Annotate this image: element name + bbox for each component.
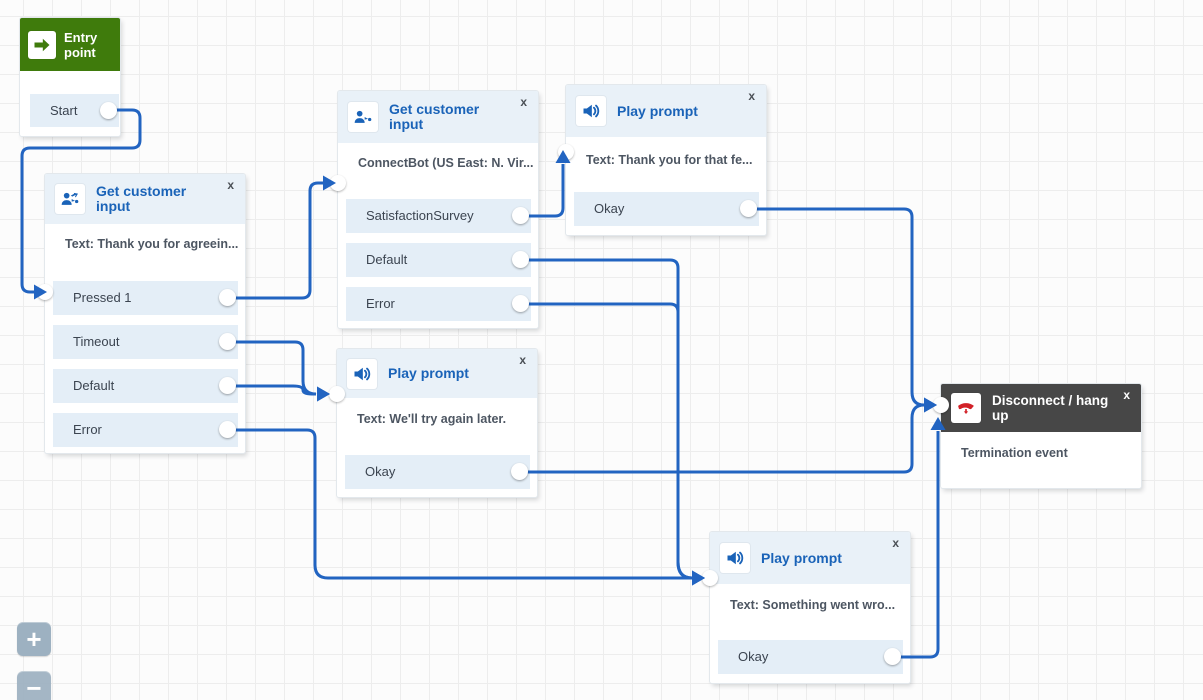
input-port-pp-top[interactable] bbox=[558, 144, 574, 160]
connector-gci_mid.Default-to-pp_bot bbox=[521, 258, 693, 580]
phone-hangup-icon bbox=[951, 393, 981, 423]
input-port-gci-mid[interactable] bbox=[330, 175, 346, 191]
output-label: Error bbox=[73, 422, 102, 437]
output-label: Default bbox=[73, 378, 115, 393]
block-title: Play prompt bbox=[761, 549, 842, 566]
close-button[interactable]: x bbox=[227, 178, 234, 192]
output-label: Default bbox=[366, 252, 408, 267]
block-subtitle: ConnectBot (US East: N. Vir... bbox=[358, 156, 534, 170]
connector-pp_top.Okay-to-disconnect bbox=[749, 207, 925, 407]
output-port[interactable] bbox=[884, 648, 901, 665]
output-port[interactable] bbox=[512, 207, 529, 224]
output-pressed-1[interactable]: Pressed 1 bbox=[53, 281, 238, 315]
output-error[interactable]: Error bbox=[346, 287, 531, 321]
block-subtitle: Text: Thank you for agreein... bbox=[65, 237, 239, 251]
output-port[interactable] bbox=[511, 463, 528, 480]
output-label: Timeout bbox=[73, 334, 120, 349]
close-button[interactable]: x bbox=[892, 536, 899, 550]
output-port[interactable] bbox=[219, 289, 236, 306]
output-okay[interactable]: Okay bbox=[718, 640, 903, 674]
output-port[interactable] bbox=[219, 377, 236, 394]
block-subtitle: Termination event bbox=[961, 446, 1068, 460]
output-label: SatisfactionSurvey bbox=[366, 208, 474, 223]
block-disconnect-hang-up[interactable]: Disconnect / hang up x Termination event bbox=[941, 384, 1141, 488]
block-subtitle: Text: Thank you for that fe... bbox=[586, 153, 753, 167]
connector-pp_mid.Okay-to-disconnect bbox=[520, 403, 925, 474]
block-play-prompt-bottom[interactable]: Play prompt x Text: Something went wro..… bbox=[710, 532, 910, 683]
block-get-customer-input-left[interactable]: Get customer input x Text: Thank you for… bbox=[45, 174, 245, 453]
block-subtitle: Text: Something went wro... bbox=[730, 598, 896, 612]
block-play-prompt-top[interactable]: Play prompt x Text: Thank you for that f… bbox=[566, 85, 766, 235]
speaker-icon bbox=[576, 96, 606, 126]
customer-input-icon bbox=[55, 184, 85, 214]
input-port-pp-bot[interactable] bbox=[702, 570, 718, 586]
input-port-disconnect[interactable] bbox=[933, 397, 949, 413]
block-title: Disconnect / hang up bbox=[992, 393, 1109, 423]
block-title: Entry point bbox=[64, 29, 98, 60]
output-okay[interactable]: Okay bbox=[345, 455, 530, 489]
block-header: Disconnect / hang up x bbox=[941, 384, 1141, 432]
block-subtitle: Text: We'll try again later. bbox=[357, 412, 507, 426]
block-get-customer-input-middle[interactable]: Get customer input x ConnectBot (US East… bbox=[338, 91, 538, 328]
speaker-icon bbox=[720, 543, 750, 573]
output-timeout[interactable]: Timeout bbox=[53, 325, 238, 359]
output-port[interactable] bbox=[740, 200, 757, 217]
block-header: Play prompt x bbox=[710, 532, 910, 584]
entry-arrow-icon bbox=[28, 30, 56, 59]
output-label: Error bbox=[366, 296, 395, 311]
speaker-icon bbox=[347, 358, 377, 389]
output-label: Okay bbox=[365, 464, 396, 479]
output-port[interactable] bbox=[512, 251, 529, 268]
output-port[interactable] bbox=[100, 102, 117, 119]
block-header: Get customer input x bbox=[338, 91, 538, 143]
block-header: Entry point bbox=[20, 18, 120, 71]
customer-input-icon bbox=[348, 102, 378, 132]
output-okay[interactable]: Okay bbox=[574, 192, 759, 226]
block-title: Get customer input bbox=[389, 101, 480, 132]
output-default[interactable]: Default bbox=[346, 243, 531, 277]
zoom-in-button[interactable]: + bbox=[17, 622, 51, 656]
output-start[interactable]: Start bbox=[30, 94, 119, 127]
close-button[interactable]: x bbox=[748, 89, 755, 103]
close-button[interactable]: x bbox=[519, 353, 526, 367]
output-port[interactable] bbox=[219, 333, 236, 350]
output-label: Okay bbox=[594, 201, 625, 216]
zoom-out-button[interactable]: − bbox=[17, 671, 51, 700]
output-satisfactionsurvey[interactable]: SatisfactionSurvey bbox=[346, 199, 531, 233]
output-label: Pressed 1 bbox=[73, 290, 132, 305]
close-button[interactable]: x bbox=[1123, 388, 1130, 402]
input-port-gci-left[interactable] bbox=[37, 284, 53, 300]
close-button[interactable]: x bbox=[520, 95, 527, 109]
block-title: Play prompt bbox=[388, 365, 469, 381]
output-label: Okay bbox=[738, 649, 769, 664]
output-port[interactable] bbox=[219, 421, 236, 438]
block-play-prompt-middle[interactable]: Play prompt x Text: We'll try again late… bbox=[337, 349, 537, 497]
block-header: Play prompt x bbox=[566, 85, 766, 137]
block-entry-point[interactable]: Entry point Start bbox=[20, 18, 120, 136]
output-default[interactable]: Default bbox=[53, 369, 238, 403]
output-port[interactable] bbox=[512, 295, 529, 312]
block-header: Get customer input x bbox=[45, 174, 245, 224]
input-port-pp-mid[interactable] bbox=[329, 386, 345, 402]
output-label: Start bbox=[50, 103, 78, 118]
block-title: Get customer input bbox=[96, 183, 187, 214]
connector-gci_mid.Error-to-pp_bot bbox=[521, 302, 693, 580]
block-title: Play prompt bbox=[617, 102, 698, 119]
block-header: Play prompt x bbox=[337, 349, 537, 398]
output-error[interactable]: Error bbox=[53, 413, 238, 447]
